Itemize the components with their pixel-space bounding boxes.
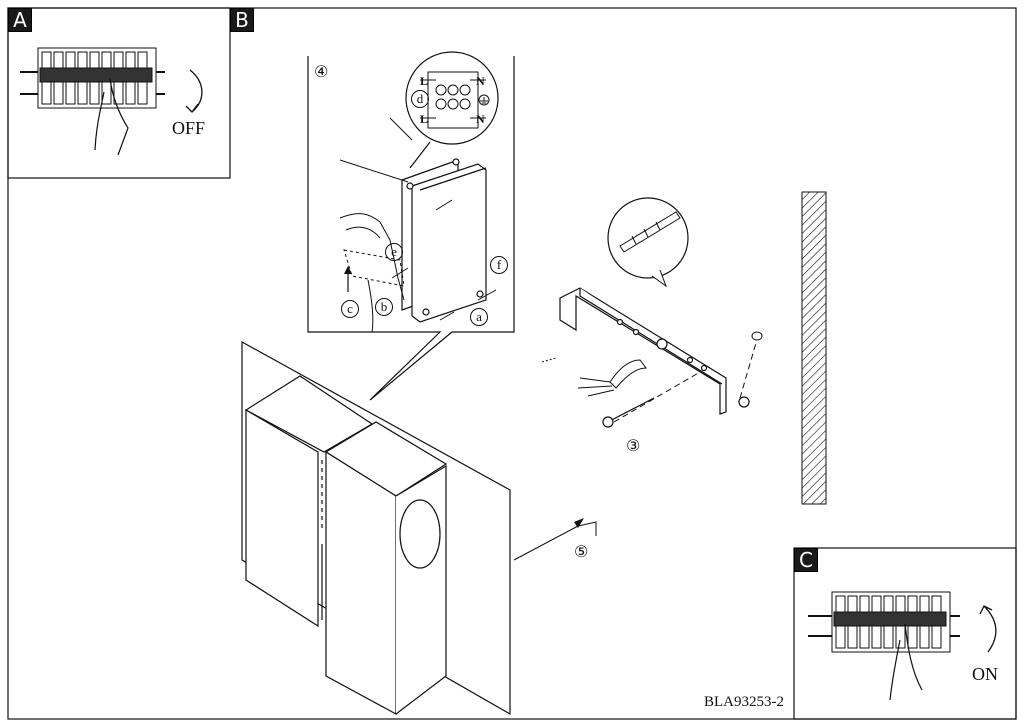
screw-icon (602, 397, 655, 428)
wall-lamp (241, 340, 511, 716)
on-label: ON (972, 664, 998, 684)
rotate-arrow-icon (979, 605, 997, 653)
cable-line (339, 159, 409, 183)
mount-guide-line (739, 335, 759, 399)
panel-c-frame (793, 547, 1017, 720)
step-3: ③ (626, 436, 641, 455)
step-c: c (341, 300, 359, 318)
off-label: OFF (172, 118, 206, 138)
terminal-l-bottom: L (420, 112, 429, 126)
step-f: f (490, 256, 508, 274)
terminal-block (420, 71, 486, 129)
panel-c-tag: C (794, 548, 818, 572)
anchor-plug-icon (619, 211, 681, 253)
rotate-arrow-icon (185, 69, 203, 113)
product-code: BLA93253-2 (704, 694, 784, 710)
wall-cable (339, 213, 405, 333)
circuit-breaker-icon (20, 47, 165, 109)
terminal-l-top: L (420, 74, 429, 88)
arrow-5 (513, 521, 597, 561)
terminal-n-top: N (476, 74, 485, 88)
step-a: a (470, 308, 488, 326)
step-5: ⑤ (574, 542, 589, 561)
step-d: d (411, 90, 429, 108)
ground-icon (478, 94, 490, 106)
panel-a-frame (7, 7, 231, 179)
circuit-breaker-icon (808, 591, 960, 653)
hand-icon (94, 77, 129, 156)
wire-connector (541, 357, 557, 363)
step-e: e (385, 243, 403, 261)
panel-b-tag: B (230, 8, 254, 32)
wall-hatch (801, 191, 827, 505)
step-b: b (375, 298, 393, 316)
terminal-magnifier (405, 51, 499, 145)
panel-a-tag: A (8, 8, 32, 32)
terminal-n-bottom: N (476, 112, 485, 126)
detail-callout-frame (307, 56, 515, 401)
step-4: ④ (314, 62, 329, 81)
screw-icon (391, 199, 497, 321)
power-cable (577, 359, 647, 397)
wall-hole (751, 331, 763, 341)
mounting-bracket (559, 287, 750, 415)
hand-icon (889, 623, 923, 701)
junction-box (401, 158, 487, 323)
outer-frame (7, 7, 1017, 720)
